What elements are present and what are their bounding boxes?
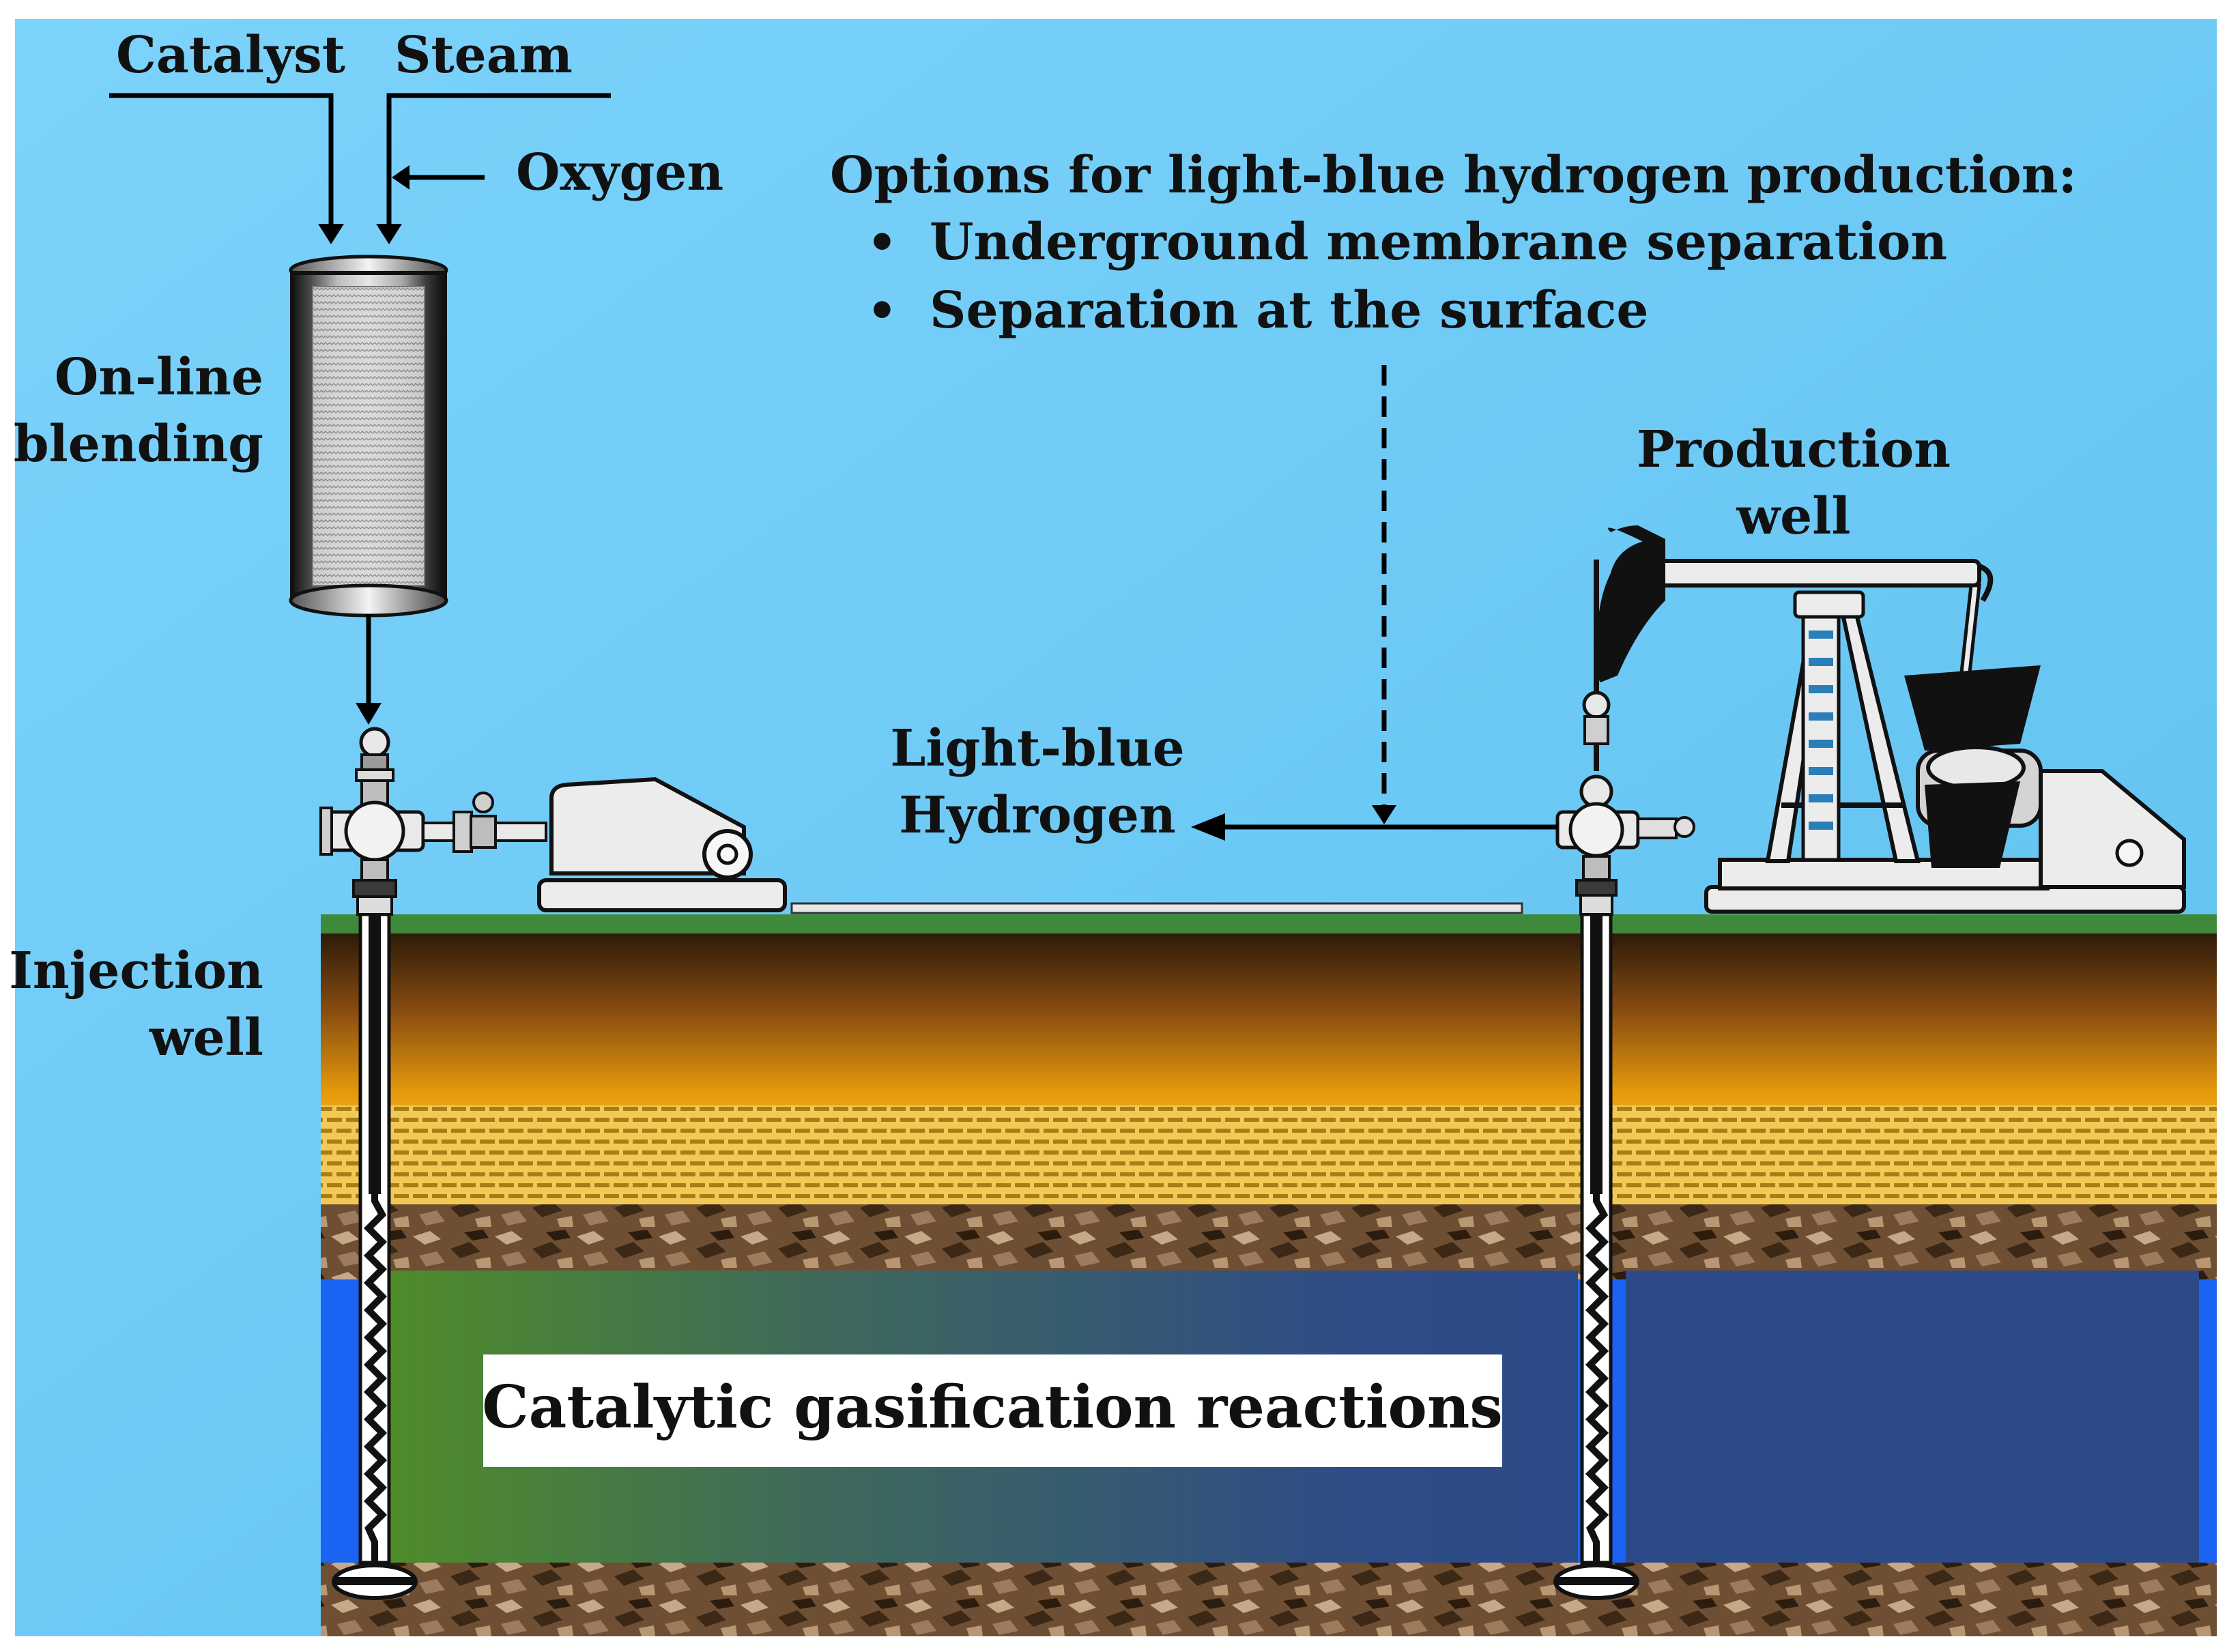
steam-label: Steam bbox=[394, 26, 573, 85]
reaction-label-box bbox=[483, 1354, 1502, 1467]
ground-surface bbox=[321, 914, 2217, 935]
injection-well bbox=[332, 912, 418, 1600]
oxygen-arrow-icon bbox=[392, 165, 410, 190]
pump-jack-icon bbox=[1594, 525, 2186, 914]
hydrogen-label-line2: Hydrogen bbox=[899, 786, 1176, 845]
feed-lines bbox=[109, 93, 611, 710]
option-item-2: Separation at the surface bbox=[930, 281, 1648, 340]
online-blending-label-line1: On-line bbox=[55, 348, 263, 407]
injection-well-label-line2: well bbox=[149, 1009, 263, 1067]
option-bullet-1: • bbox=[867, 214, 897, 271]
production-well-label-line1: Production bbox=[1637, 420, 1951, 479]
injection-wellhead-icon bbox=[319, 727, 547, 916]
option-item-1: Underground membrane separation bbox=[930, 213, 1947, 272]
oxygen-label: Oxygen bbox=[516, 143, 723, 202]
hydrogen-output-line bbox=[1191, 365, 1557, 841]
hydrogen-label-line1: Light-blue bbox=[890, 719, 1184, 778]
option-bullet-2: • bbox=[867, 282, 897, 339]
soil-layer bbox=[321, 933, 2217, 1111]
production-well-label-line2: well bbox=[1736, 487, 1850, 546]
steam-arrow-icon bbox=[376, 224, 402, 244]
caprock-layer bbox=[321, 1204, 2217, 1283]
catalyst-label: Catalyst bbox=[116, 26, 345, 85]
separation-arrow-icon bbox=[1372, 805, 1396, 824]
limestone-layer bbox=[321, 1105, 2217, 1208]
hydrogen-arrow-icon bbox=[1191, 813, 1225, 841]
feed-arrowheads bbox=[318, 165, 410, 725]
injection-well-label-line1: Injection bbox=[9, 942, 263, 1000]
catalyst-arrow-icon bbox=[318, 224, 344, 244]
reservoir-zone-right bbox=[1626, 1271, 2199, 1563]
production-wellhead-icon bbox=[1555, 560, 1695, 916]
production-well bbox=[1553, 912, 1639, 1600]
base-rock-layer bbox=[321, 1563, 2217, 1636]
injection-arrow-icon bbox=[356, 703, 382, 725]
online-blending-label-line2: blending bbox=[14, 415, 263, 474]
blending-vessel-icon bbox=[289, 255, 448, 618]
reaction-label: Catalytic gasification reactions bbox=[482, 1373, 1503, 1442]
options-title: Options for light-blue hydrogen producti… bbox=[830, 146, 2077, 205]
compressor-icon bbox=[537, 777, 1523, 914]
